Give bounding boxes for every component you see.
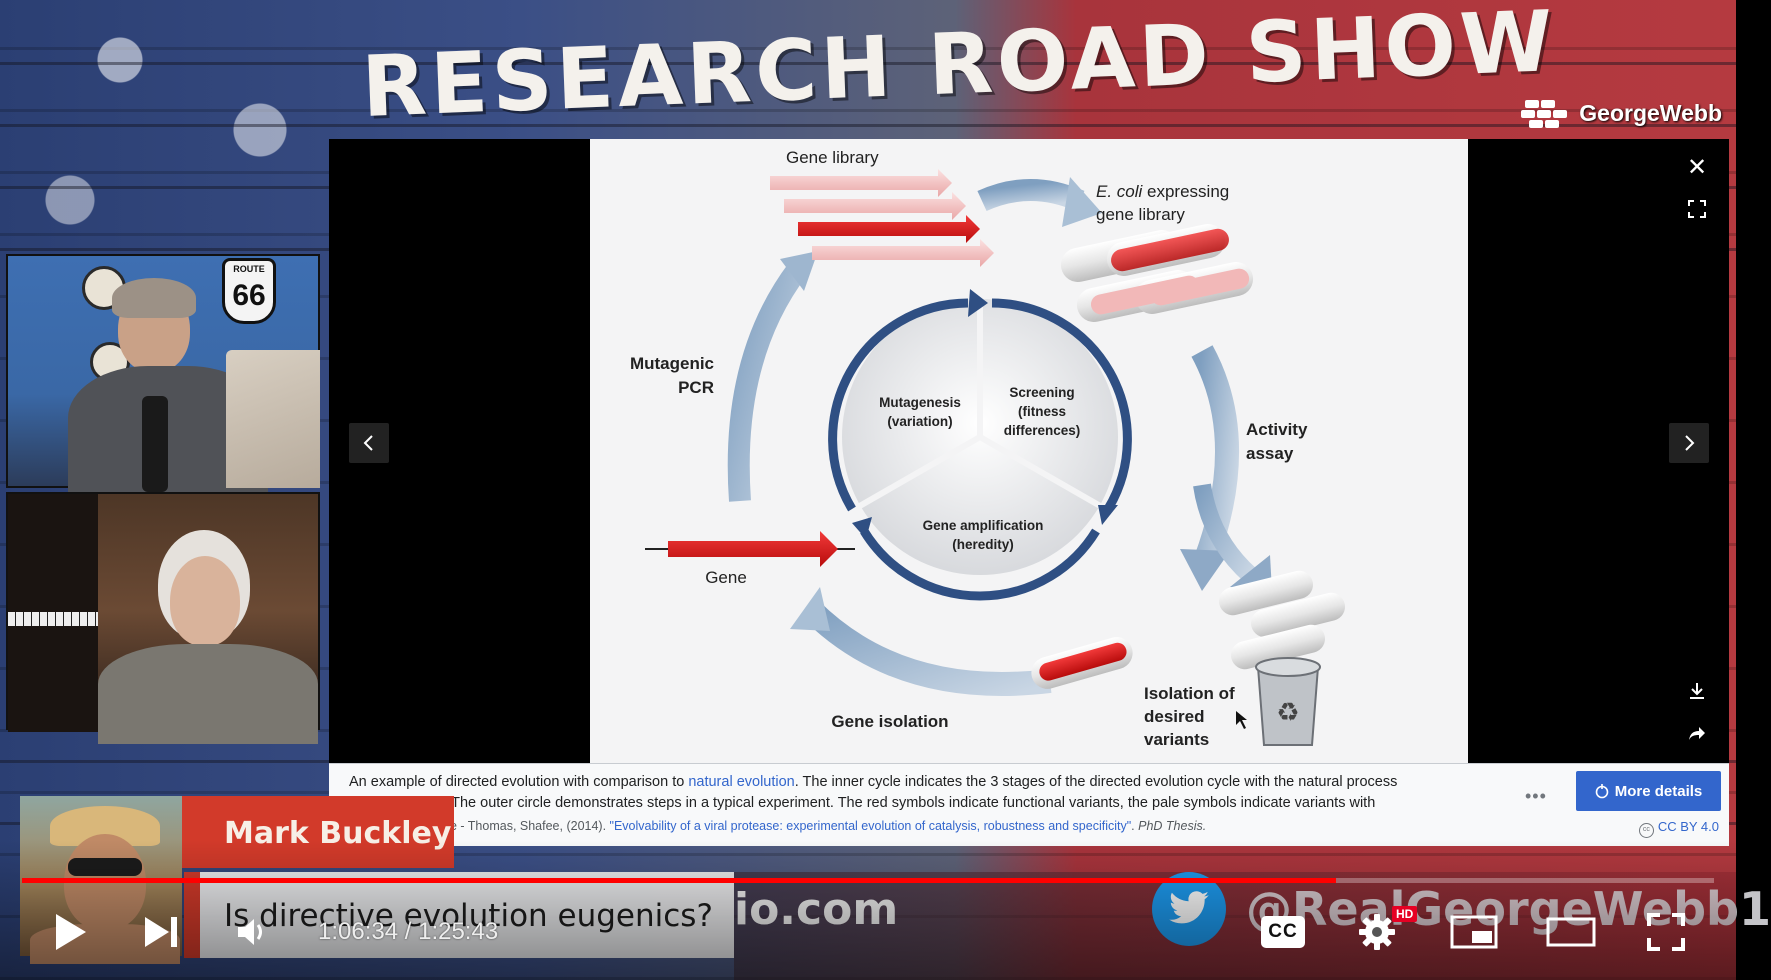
progress-played (22, 878, 1336, 883)
twitter-icon (1152, 872, 1226, 946)
cc-icon (1261, 916, 1305, 948)
cohost-webcam (6, 492, 320, 744)
microphone-icon (142, 396, 168, 492)
outer-arrow-top (977, 179, 1085, 212)
image-caption: An example of directed evolution with co… (349, 774, 1398, 811)
promo-url: io.com (734, 884, 899, 935)
host-hair (112, 278, 196, 318)
brand-logo-icon (1521, 98, 1573, 128)
theater-mode-button[interactable] (1544, 904, 1598, 960)
recycle-bin-icon: ♻ (1255, 657, 1321, 746)
label-variants: variants (1144, 730, 1209, 749)
natural-evolution-link[interactable]: natural evolution (688, 774, 795, 790)
expand-caption-icon[interactable]: ••• (1525, 786, 1547, 806)
brand-name: GeorgeWebb (1579, 99, 1722, 126)
piano-keys (8, 612, 98, 626)
play-icon (56, 914, 86, 950)
outer-arrow-bottom (801, 600, 1052, 696)
skip-next-icon (145, 917, 177, 947)
progress-bar[interactable] (22, 878, 1714, 883)
label-screening: Screening (1009, 385, 1074, 400)
brand-watermark: GeorgeWebb (1521, 98, 1722, 128)
brick-line (0, 124, 1736, 127)
gear-icon (1359, 914, 1395, 950)
label-gene: Gene (705, 568, 747, 587)
hd-badge: HD (1392, 906, 1418, 922)
label-isolation: Isolation of (1144, 684, 1235, 703)
svg-text:♻: ♻ (1276, 698, 1299, 728)
media-viewer: ✕ (329, 139, 1729, 846)
volume-icon (238, 919, 262, 945)
settings-button[interactable] (1352, 904, 1402, 960)
time-current: 1:06:34 (318, 918, 399, 945)
image-credit: ee - Thomas, Shafee, (2014). "Evolvabili… (349, 819, 1719, 838)
info-icon (1595, 784, 1609, 799)
download-icon[interactable] (1677, 671, 1717, 711)
lower-banner (734, 872, 1736, 980)
next-image-button[interactable] (1669, 423, 1709, 463)
play-button[interactable] (40, 904, 100, 960)
more-details-button[interactable]: More details (1576, 771, 1721, 811)
cc-license-icon: cc (1638, 823, 1654, 838)
miniplayer-icon (1450, 915, 1498, 949)
time-total: 1:25:43 (418, 918, 499, 945)
topic-plate: Is directive evolution eugenics? (200, 872, 734, 958)
label-ecoli-line2: gene library (1096, 205, 1185, 224)
time-display: 1:06:34 / 1:25:43 (318, 918, 499, 945)
next-video-button[interactable] (134, 904, 190, 960)
subtitles-button[interactable]: CC (1258, 904, 1308, 960)
brick-line (0, 62, 1736, 65)
previous-image-button[interactable] (349, 423, 389, 463)
label-gene-isolation: Gene isolation (831, 712, 948, 731)
sunglasses-icon (68, 858, 142, 876)
topic-accent (184, 872, 200, 958)
fullscreen-icon (1647, 913, 1685, 951)
outer-arrow-left (727, 262, 807, 502)
fullscreen-button[interactable] (1640, 904, 1692, 960)
label-mutagenic: Mutagenic (630, 354, 714, 373)
mouse-cursor-icon (1236, 711, 1247, 729)
label-fitness: (fitness (1018, 404, 1066, 419)
laptop (226, 350, 320, 488)
volume-button[interactable] (226, 904, 282, 960)
thesis-link[interactable]: "Evolvability of a viral protease: exper… (609, 819, 1132, 833)
theater-mode-icon (1546, 917, 1596, 947)
fullscreen-icon[interactable] (1677, 189, 1717, 229)
label-pcr: PCR (678, 378, 714, 397)
close-icon[interactable]: ✕ (1686, 153, 1708, 181)
label-ecoli: E. coli expressing (1096, 182, 1229, 201)
diagram-svg: ♻ Gene library E. coli expressing gene l… (630, 148, 1345, 749)
share-icon[interactable] (1677, 713, 1717, 753)
label-mutagenesis: Mutagenesis (879, 395, 961, 410)
image-caption-panel: An example of directed evolution with co… (329, 763, 1729, 846)
miniplayer-button[interactable] (1448, 904, 1500, 960)
label-gene-amplification: Gene amplification (923, 518, 1044, 533)
cohost-head (170, 556, 240, 646)
guest-name-plate: Mark Buckley (182, 796, 454, 868)
label-variation: (variation) (887, 414, 952, 429)
label-activity: Activity (1246, 420, 1308, 439)
directed-evolution-diagram[interactable]: ♻ Gene library E. coli expressing gene l… (590, 139, 1468, 763)
label-heredity: (heredity) (952, 537, 1014, 552)
label-desired: desired (1144, 707, 1204, 726)
cohost-body (98, 644, 318, 744)
label-assay: assay (1246, 444, 1294, 463)
label-gene-library: Gene library (786, 148, 879, 167)
label-differences: differences) (1004, 423, 1081, 438)
route-66-sign: ROUTE 66 (222, 258, 276, 324)
twitter-handle: @RealGeorgeWebb1 (1246, 882, 1771, 936)
